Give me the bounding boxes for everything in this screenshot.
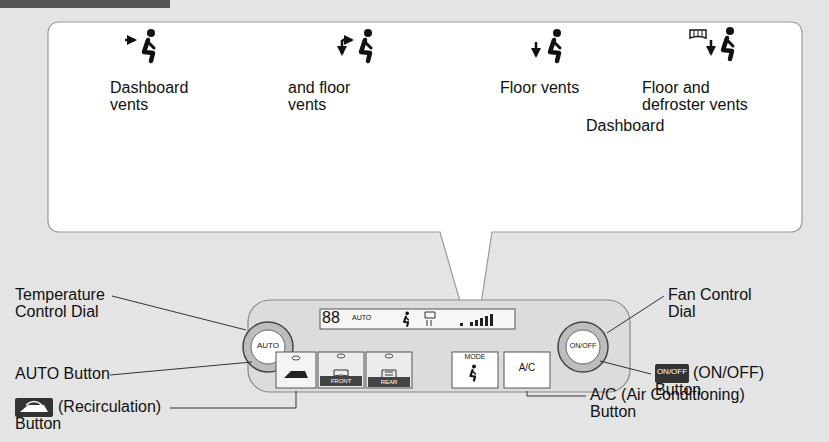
part-label: (Recirculation) Button bbox=[15, 399, 167, 433]
recirculation-icon bbox=[15, 398, 53, 417]
indicator bbox=[385, 354, 393, 358]
mode-symbol bbox=[471, 365, 477, 381]
part-label: A/C (Air Conditioning) Button bbox=[590, 387, 790, 421]
icon-text: ON/OFF bbox=[656, 368, 688, 376]
page-tab bbox=[0, 0, 170, 8]
display bbox=[320, 309, 515, 329]
dial-text: AUTO bbox=[253, 342, 283, 350]
recirculation-symbol bbox=[284, 371, 308, 378]
front-defrost-symbol bbox=[334, 370, 348, 376]
button-text: REAR bbox=[366, 379, 412, 385]
button-text: FRONT bbox=[318, 378, 364, 384]
vent-icon bbox=[536, 29, 561, 61]
vent-label: Floor and defroster vents bbox=[642, 80, 752, 114]
display-text: 88 bbox=[322, 310, 352, 327]
vent-icon bbox=[690, 27, 734, 59]
display-icon bbox=[425, 312, 435, 326]
fan-bars bbox=[460, 314, 493, 326]
part-label: Temperature Control Dial bbox=[15, 287, 115, 321]
leader-lines bbox=[110, 296, 664, 408]
vent-label: Dashboard bbox=[586, 118, 676, 135]
dial-text: ON/OFF bbox=[566, 342, 600, 349]
display-text: AUTO bbox=[352, 314, 382, 321]
button-text: A/C bbox=[504, 363, 550, 374]
control-panel bbox=[248, 300, 630, 392]
button-text: MODE bbox=[452, 353, 498, 360]
fan-dial bbox=[558, 322, 608, 372]
vent-icon bbox=[125, 29, 155, 61]
on-off-button bbox=[566, 330, 600, 364]
indicator bbox=[292, 356, 300, 360]
display-icon bbox=[404, 312, 409, 326]
part-label: AUTO Button bbox=[15, 366, 125, 383]
part-label: Fan Control Dial bbox=[668, 287, 778, 321]
vent-label: Floor vents bbox=[500, 80, 590, 97]
on-off-icon bbox=[655, 364, 689, 383]
rear-defrost-symbol bbox=[382, 370, 396, 378]
buttons bbox=[276, 352, 550, 388]
vent-label: Dashboard vents bbox=[110, 80, 210, 114]
indicator bbox=[337, 354, 345, 358]
vent-label: and floor vents bbox=[288, 80, 388, 114]
vent-icon bbox=[342, 29, 372, 61]
